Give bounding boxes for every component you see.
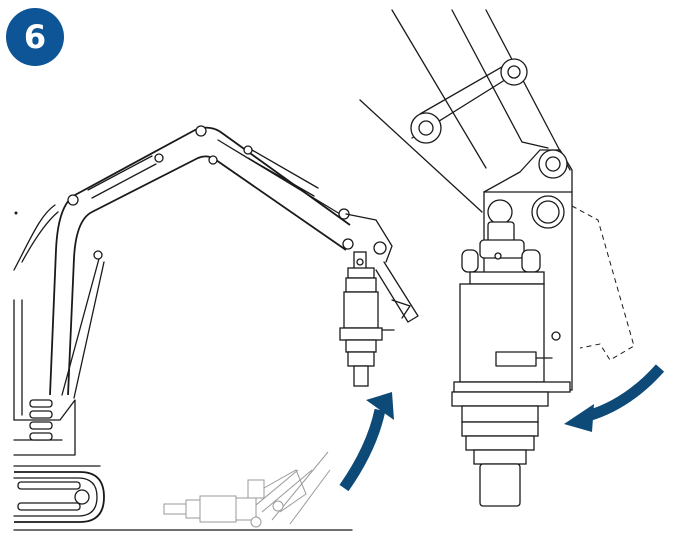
- excavator-body: [13, 204, 76, 456]
- ghost-auger-horizontal: [163, 451, 331, 528]
- small-auger-drive: [339, 251, 395, 387]
- step-number-badge: 6: [6, 8, 64, 66]
- step-number: 6: [23, 18, 47, 56]
- rotation-arrow-left: [339, 392, 394, 492]
- rotation-arrow-right: [564, 364, 665, 432]
- excavator-boom: [49, 125, 419, 399]
- detail-auger-drive: [451, 221, 571, 507]
- excavator-track: [13, 465, 105, 523]
- detail-boom-arm: [359, 9, 571, 213]
